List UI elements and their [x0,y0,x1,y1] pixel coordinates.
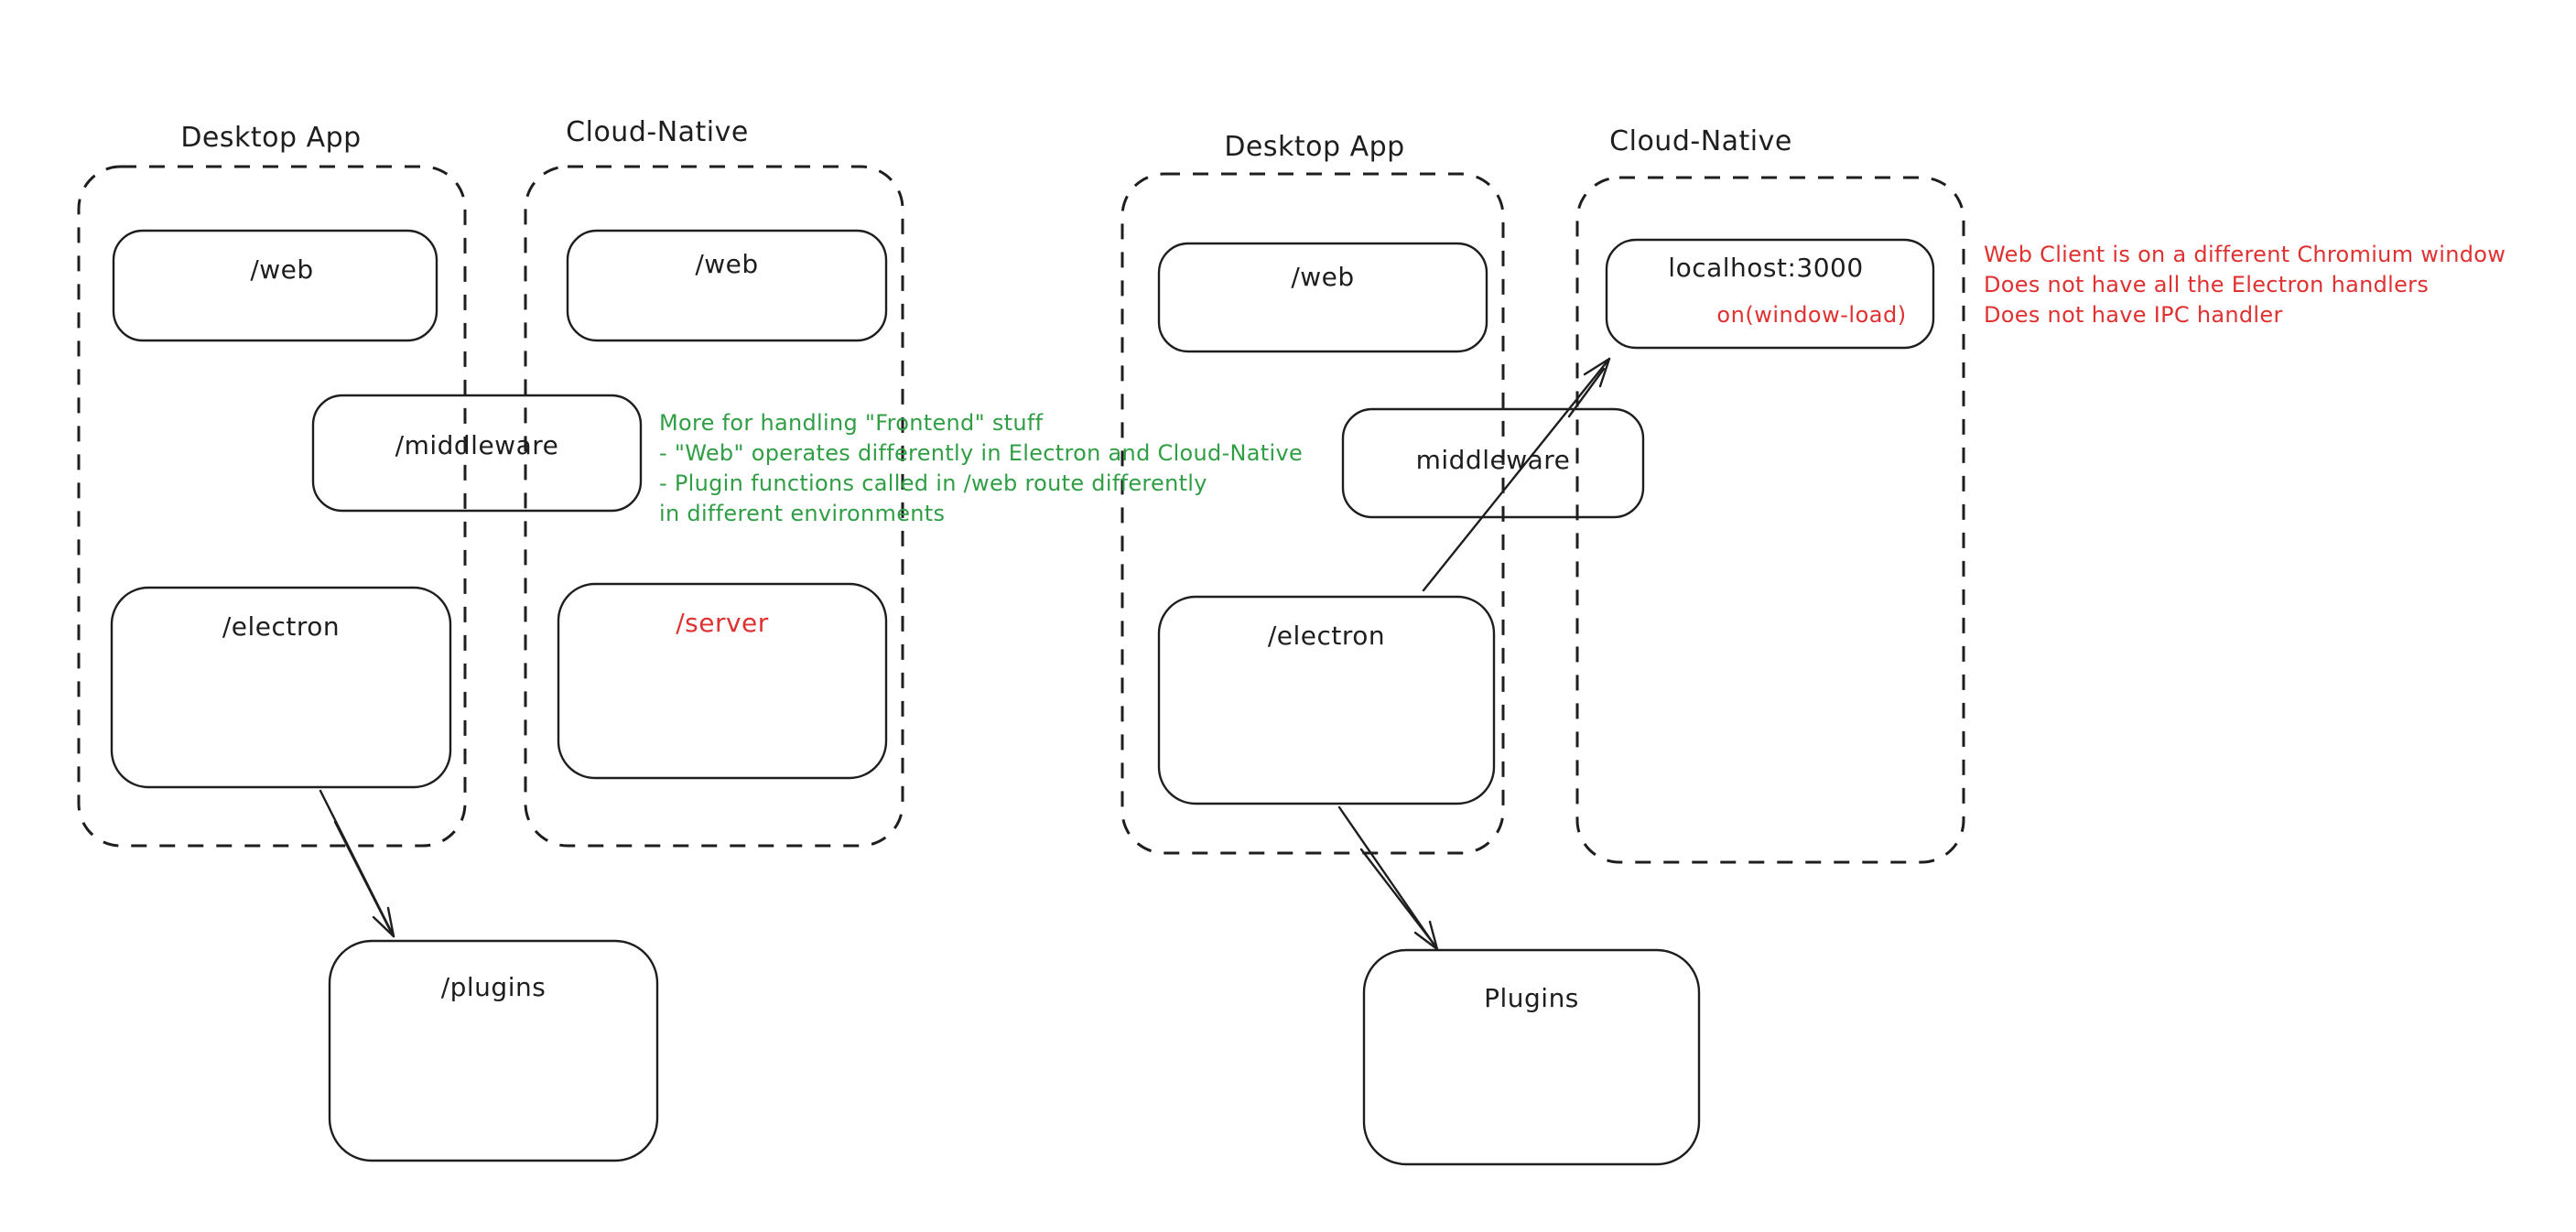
arrow-electron-to-plugins-left [319,789,395,938]
container-label-cloud-native-right: Cloud-Native [1609,125,1792,157]
arrow-electron-to-plugins-right [1337,805,1439,951]
node-web-desktop-left [112,229,438,342]
container-cloud-native-left [524,165,904,848]
container-label-cloud-native-left: Cloud-Native [566,116,749,148]
node-label-web-right: /web [1291,262,1355,292]
node-web-right [1157,242,1488,353]
container-cloud-native-right [1575,176,1965,864]
node-plugins-right [1362,948,1701,1166]
node-label-web-desktop-left: /web [250,254,314,285]
note-web-client: Web Client is on a different Chromium wi… [1984,242,2506,328]
node-middleware-right [1341,407,1645,519]
node-label-plugins-right: Plugins [1484,983,1579,1013]
note-frontend-handling: More for handling "Frontend" stuff - "We… [659,410,1304,526]
container-label-desktop-app-left: Desktop App [180,122,362,154]
node-label-server-left: /server [676,608,769,638]
node-label-electron-right: /electron [1267,621,1386,651]
node-web-cloud-left [566,229,888,342]
node-electron-right [1157,595,1496,805]
node-electron-left [110,586,452,789]
container-label-desktop-app-right: Desktop App [1224,131,1405,163]
node-plugins-left [328,939,659,1162]
node-label-plugins-left: /plugins [440,972,547,1002]
node-label-localhost-3000: localhost:3000 [1668,253,1864,283]
node-label-electron-left: /electron [222,611,341,642]
node-server-left [557,582,888,780]
node-localhost-3000 [1605,238,1935,350]
container-desktop-app-right [1120,172,1505,855]
node-middleware-left [311,394,643,513]
arrow-electron-to-localhost [1422,357,1611,592]
node-label-middleware-right: middleware [1415,445,1571,475]
node-label-on-window-load: on(window-load) [1716,302,1907,328]
container-desktop-app-left [77,165,467,848]
node-label-middleware-left: /middleware [395,430,559,460]
node-label-web-cloud-left: /web [695,249,759,279]
